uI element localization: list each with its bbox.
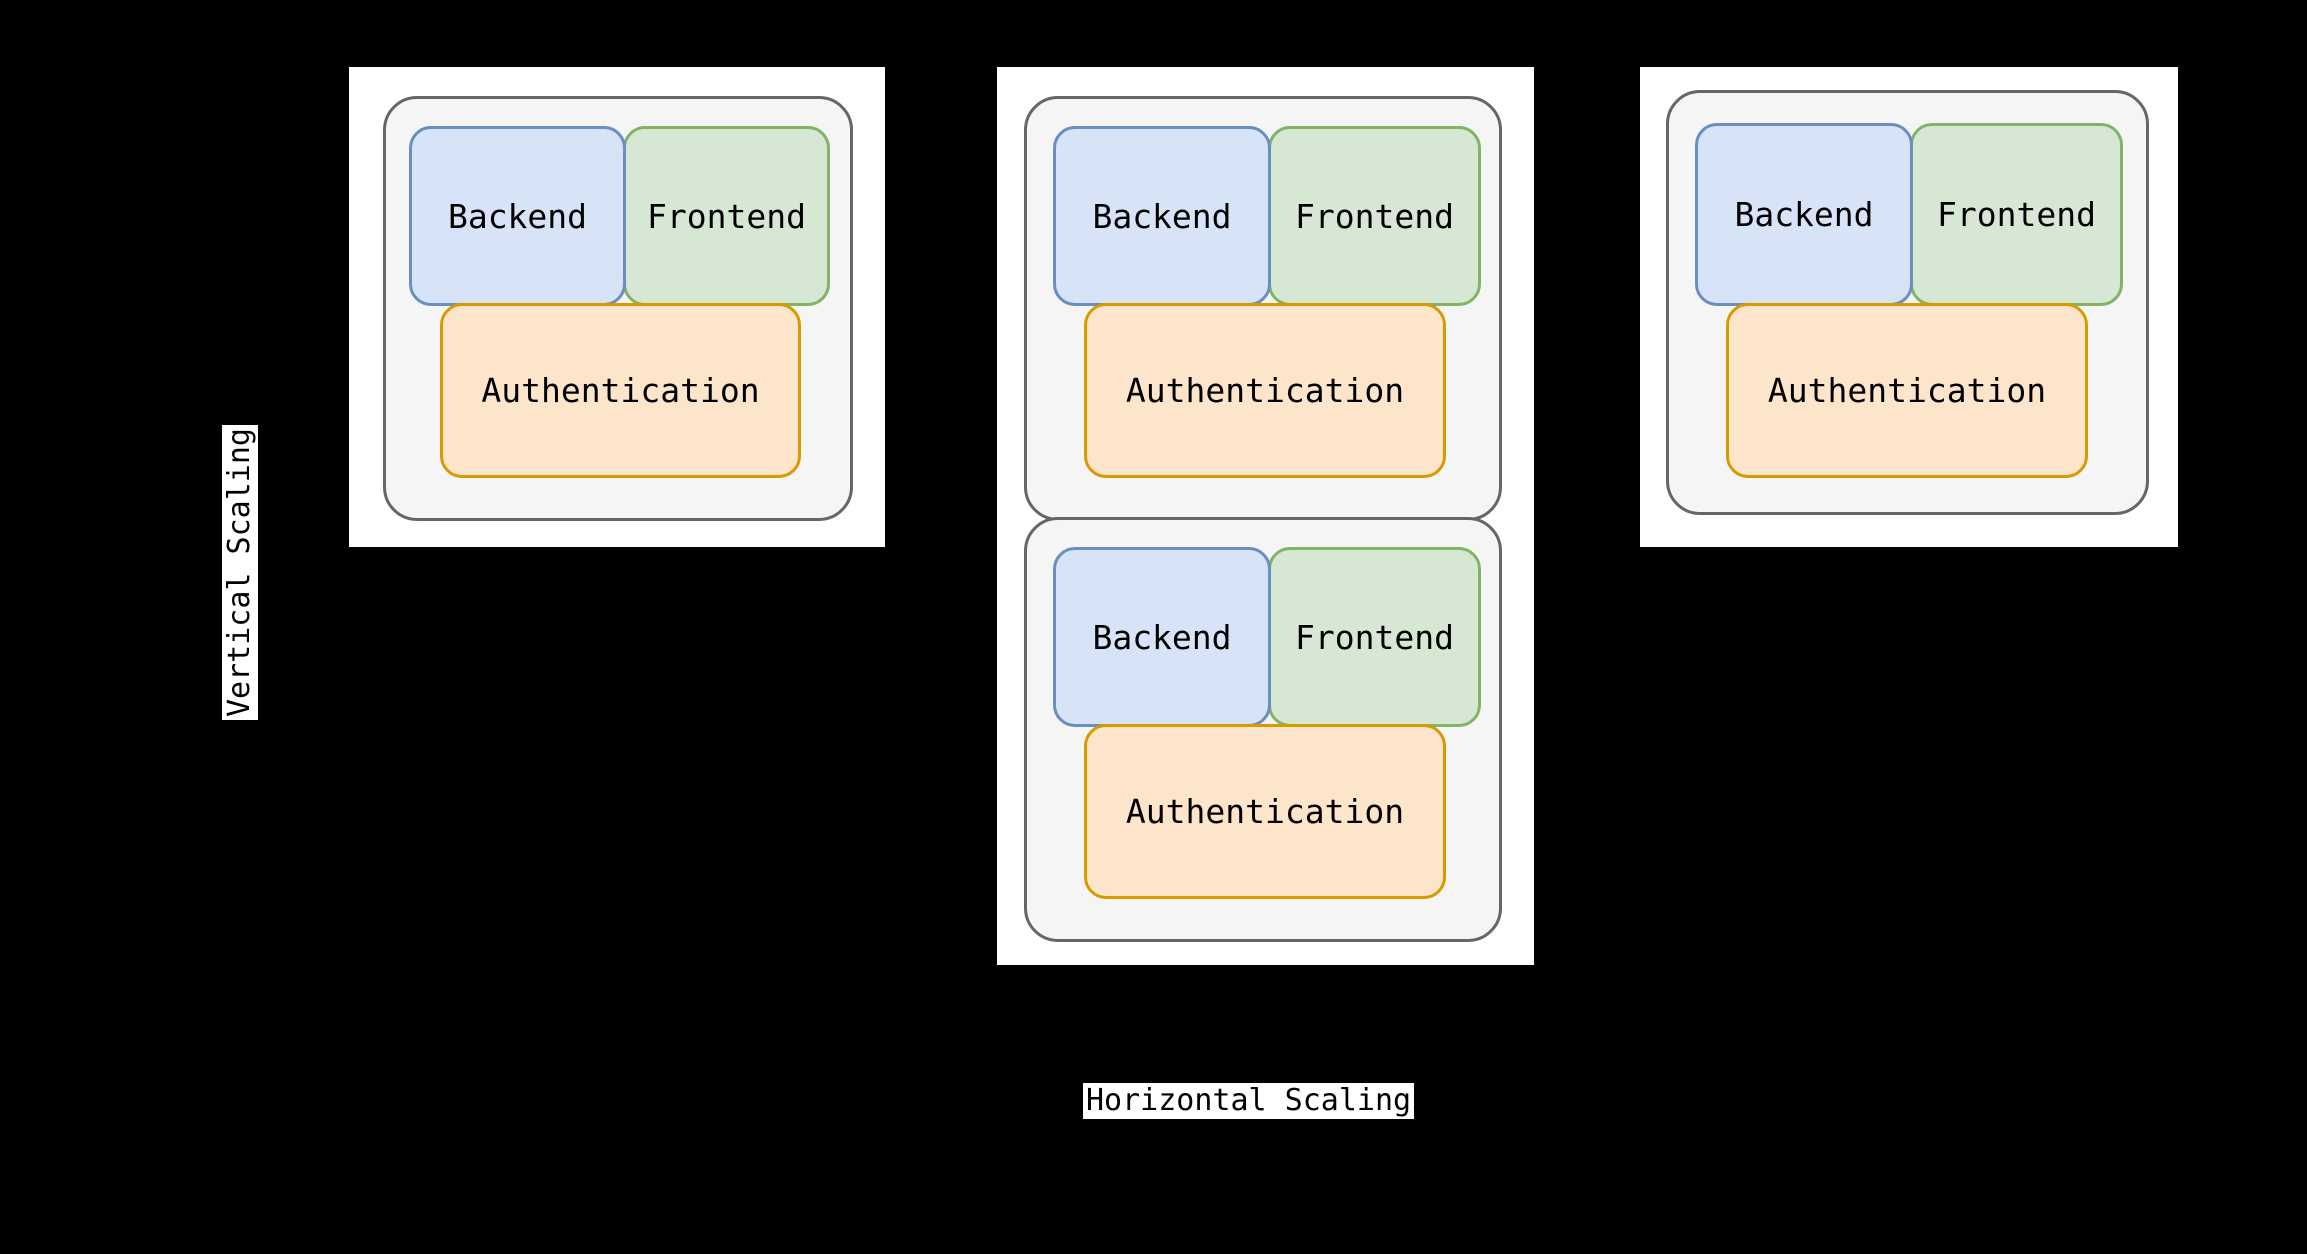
service-label: Backend	[1092, 617, 1232, 657]
service-label: Authentication	[1125, 371, 1405, 410]
service-frontend: Frontend	[1910, 123, 2123, 306]
service-backend: Backend	[1053, 547, 1271, 727]
service-label: Frontend	[1937, 195, 2096, 234]
service-label: Authentication	[1767, 371, 2047, 410]
service-label: Frontend	[1295, 617, 1454, 657]
service-backend: Backend	[1053, 126, 1271, 306]
service-label: Backend	[447, 196, 588, 236]
service-label: Frontend	[647, 196, 806, 236]
service-frontend: Frontend	[623, 126, 830, 306]
service-backend: Backend	[1695, 123, 1913, 306]
service-frontend: Frontend	[1268, 547, 1481, 727]
service-authentication: Authentication	[1726, 303, 2088, 478]
service-authentication: Authentication	[1084, 724, 1446, 899]
service-frontend: Frontend	[1268, 126, 1481, 306]
service-label: Frontend	[1295, 196, 1454, 236]
service-label: Authentication	[1125, 792, 1405, 831]
service-label: Authentication	[481, 371, 760, 410]
service-authentication: Authentication	[1084, 303, 1446, 478]
service-label: Backend	[1092, 196, 1232, 236]
axis-label-vertical: Vertical Scaling	[222, 425, 258, 720]
service-label: Backend	[1734, 195, 1874, 234]
service-backend: Backend	[409, 126, 626, 306]
axis-label-horizontal: Horizontal Scaling	[1083, 1083, 1415, 1119]
service-authentication: Authentication	[440, 303, 801, 478]
